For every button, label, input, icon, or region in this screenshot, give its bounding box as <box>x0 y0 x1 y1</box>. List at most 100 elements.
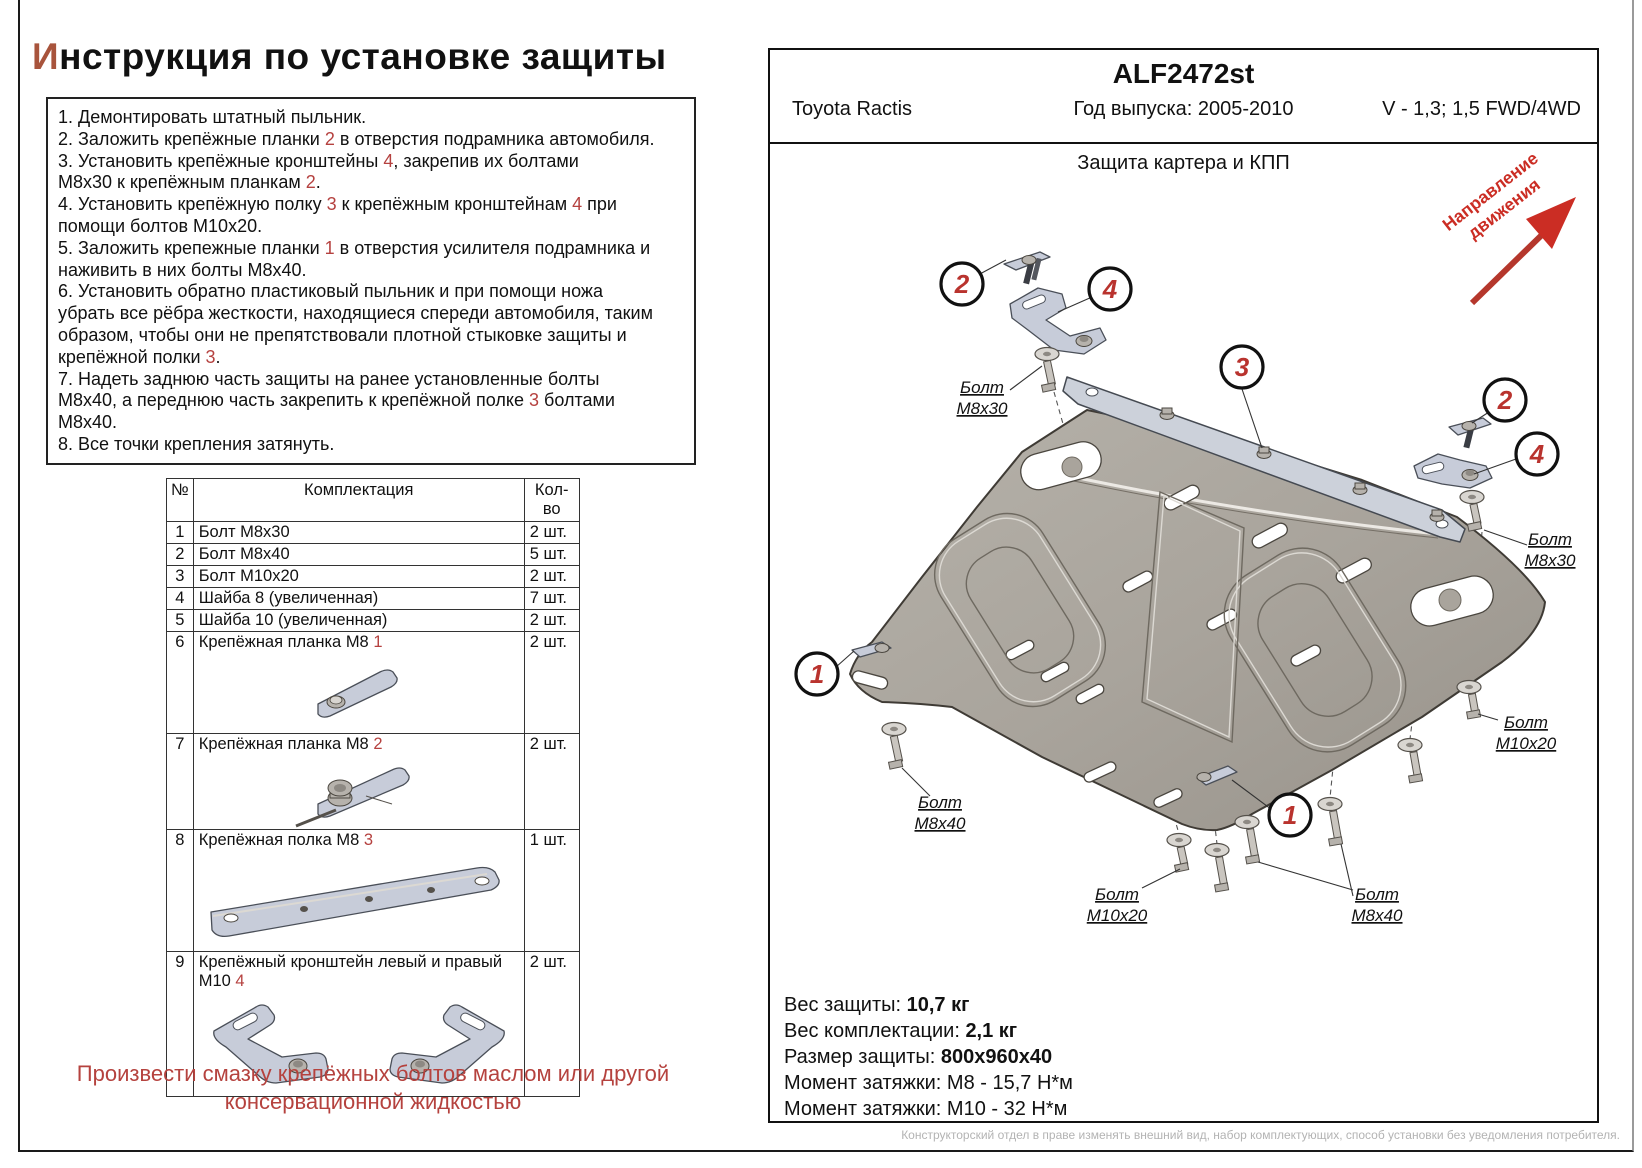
bolt-m8x40-left <box>881 721 907 770</box>
bolt-label-m10x20-bottom-line1: Болт <box>1095 885 1139 904</box>
spec-row: Вес защиты: 10,7 кг <box>784 994 970 1016</box>
part-num: 8 <box>166 829 194 952</box>
callout-4-top-left: 4 <box>1102 274 1118 304</box>
spec-row: Момент затяжки: М10 - 32 Н*м <box>784 1098 1068 1120</box>
strip-bottom <box>1196 765 1238 786</box>
part-num: 9 <box>166 951 194 1097</box>
drawing-title: Защита картера и КПП <box>1077 152 1290 174</box>
engine-spec: V - 1,3; 1,5 FWD/4WD <box>1382 98 1581 120</box>
part-name: Крепёжная планка М8 2 <box>192 733 525 830</box>
col-header-num: № <box>166 478 194 522</box>
step-line: 4. Установить крепёжную полку 3 к крепёж… <box>58 194 617 215</box>
part-name: Болт М8х30 <box>192 521 525 544</box>
step-line: 1. Демонтировать штатный пыльник. <box>58 107 367 127</box>
callout-1-left: 1 <box>810 659 824 689</box>
part-name: Шайба 10 (увеличенная) <box>192 609 525 632</box>
brackets-m10-4-image <box>212 1004 505 1084</box>
direction-arrow-icon <box>1469 197 1576 306</box>
bar-bolt-heads <box>1159 407 1445 522</box>
installation-steps-box: 1. Демонтировать штатный пыльник. 2. Зал… <box>46 97 696 465</box>
step-line: крепёжной полки 3. <box>58 346 221 367</box>
strip-left <box>851 641 892 658</box>
table-header-row: № Комплектация Кол-во <box>166 478 580 522</box>
lubrication-note: Произвести смазку крепёжных болтов масло… <box>40 1060 706 1116</box>
callout-2-top-left: 2 <box>954 269 970 299</box>
page-border <box>18 0 1634 1152</box>
table-row: 4 Шайба 8 (увеличенная) 7 шт. <box>166 587 580 610</box>
strip-top-left <box>1003 251 1051 285</box>
strip-m8-1-image <box>317 669 398 718</box>
part-number: ALF2472st <box>1112 58 1255 89</box>
part-name: Крепёжная планка М8 1 <box>192 631 525 734</box>
footer-disclaimer: Конструкторский отдел в праве изменять в… <box>901 1128 1620 1142</box>
part-qty: 2 шт. <box>523 951 580 1097</box>
part-qty: 2 шт. <box>523 521 580 544</box>
part-num: 7 <box>166 733 194 830</box>
bracket-top-left <box>1009 287 1107 355</box>
lubrication-note-line2: консервационной жидкостью <box>224 1089 522 1114</box>
page-title-first-letter: И <box>32 36 60 77</box>
table-row: 6 Крепёжная планка М8 1 2 шт. <box>166 631 580 734</box>
bolt-label-m10x20-right-line2: М10х20 <box>1496 734 1557 753</box>
shelf-m8-3-image <box>210 866 500 938</box>
part-name: Крепёжный кронштейн левый и правый М10 4 <box>192 951 525 1097</box>
table-row: 8 Крепёжная полка М8 3 1 шт. <box>166 829 580 952</box>
step-line: наживить в них болты М8х40. <box>58 259 307 280</box>
part-qty: 2 шт. <box>523 565 580 588</box>
callout-2-right: 2 <box>1497 385 1513 415</box>
production-years: Год выпуска: 2005-2010 <box>1073 98 1294 120</box>
part-num: 3 <box>166 565 194 588</box>
bolt-label-m8x40-left-line2: М8х40 <box>914 814 966 833</box>
step-line: убрать все рёбра жесткости, находящиеся … <box>58 303 653 324</box>
skid-plate <box>849 409 1546 832</box>
bolt-label-m8x40-left-line1: Болт <box>918 793 962 812</box>
bolt-m8x30-left <box>1034 346 1060 393</box>
bolt-label-m8x30-right-line1: Болт <box>1528 530 1572 549</box>
drawing-panel: ALF2472st Toyota Ractis Год выпуска: 200… <box>768 48 1599 1123</box>
specs-block: Вес защиты: 10,7 кг Вес комплектации: 2,… <box>784 992 1073 1122</box>
step-line: 6. Установить обратно пластиковый пыльни… <box>58 281 603 302</box>
step-line: 2. Заложить крепёжные планки 2 в отверст… <box>58 128 655 149</box>
table-row: 7 Крепёжная планка М8 2 2 шт. <box>166 733 580 830</box>
spec-row: Вес комплектации: 2,1 кг <box>784 1020 1018 1042</box>
part-qty: 5 шт. <box>523 543 580 566</box>
strip-m8-2-image <box>295 767 410 828</box>
skid-plate-diagram: Болт М8х30 Болт М8х30 Болт М10х20 Болт М… <box>794 251 1576 925</box>
lubrication-note-line1: Произвести смазку крепёжных болтов масло… <box>76 1061 670 1086</box>
step-line: М8х30 к крепёжным планкам 2. <box>58 172 321 193</box>
page-title-rest: нструкция по установке защиты <box>59 36 667 77</box>
table-row: 3 Болт М10х20 2 шт. <box>166 565 580 588</box>
step-line: 8. Все точки крепления затянуть. <box>58 433 335 454</box>
bolt-label-m8x30-left-line1: Болт <box>960 378 1004 397</box>
part-qty: 2 шт. <box>523 733 580 830</box>
strip-right <box>1448 417 1492 449</box>
part-num: 6 <box>166 631 194 734</box>
spec-row: Момент затяжки: М8 - 15,7 Н*м <box>784 1072 1073 1094</box>
step-line: 3. Установить крепёжные кронштейны 4, за… <box>58 150 579 171</box>
part-qty: 2 шт. <box>523 609 580 632</box>
step-line: М8х40, а переднюю часть закрепить к креп… <box>58 390 615 411</box>
step-line: образом, чтобы они не препятствовали пло… <box>58 324 627 345</box>
header-divider <box>770 142 1597 144</box>
step-line: М8х40. <box>58 412 118 433</box>
bolt-label-m8x30-left-line2: М8х30 <box>956 399 1008 418</box>
mounting-shelf-bar <box>1062 376 1466 543</box>
table-row: 9 Крепёжный кронштейн левый и правый М10… <box>166 951 580 1097</box>
bolt-label-m10x20-right-line1: Болт <box>1504 713 1548 732</box>
col-header-qty: Кол-во <box>523 478 580 522</box>
car-model: Toyota Ractis <box>792 98 913 120</box>
step-line: помощи болтов М10х20. <box>58 215 263 236</box>
table-row: 2 Болт М8х40 5 шт. <box>166 543 580 566</box>
bracket-right <box>1413 453 1493 489</box>
bolt-label-m8x30-right-line2: М8х30 <box>1524 551 1576 570</box>
step-line: 7. Надеть заднюю часть защиты на ранее у… <box>58 368 600 389</box>
part-qty: 2 шт. <box>523 631 580 734</box>
part-qty: 1 шт. <box>523 829 580 952</box>
part-qty: 7 шт. <box>523 587 580 610</box>
callout-3: 3 <box>1235 352 1250 382</box>
bolt-labels: Болт М8х30 Болт М8х30 Болт М10х20 Болт М… <box>914 378 1576 925</box>
part-num: 2 <box>166 543 194 566</box>
leader-lines <box>835 259 1528 897</box>
spec-row: Размер защиты: 800х960х40 <box>784 1046 1053 1068</box>
